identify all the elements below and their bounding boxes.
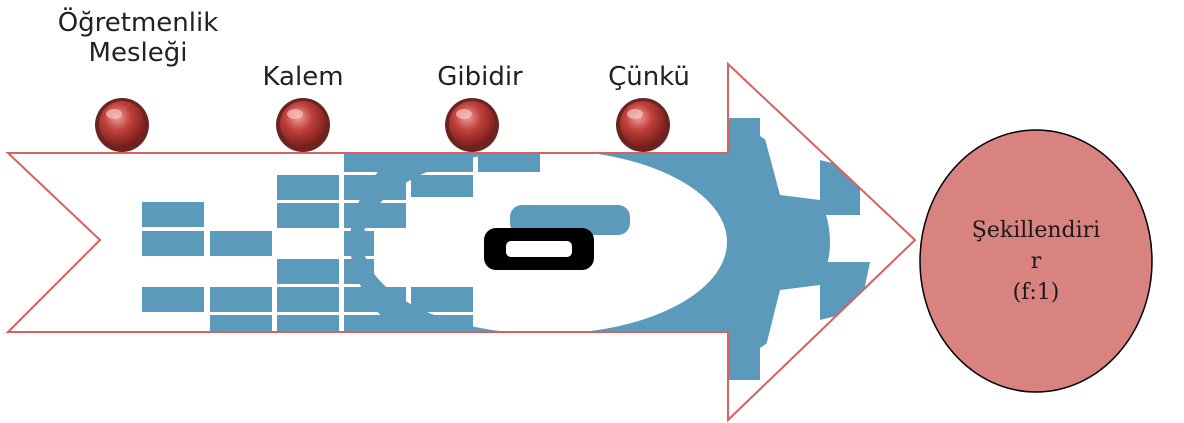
label-line: Çünkü	[608, 62, 690, 92]
label-line: Mesleği	[88, 38, 188, 68]
label-kalem: Kalem	[228, 62, 378, 92]
result-circle	[919, 129, 1153, 393]
bead-0	[95, 98, 149, 152]
gear-notch	[830, 215, 910, 262]
gear-notch	[760, 285, 820, 370]
label-line: Kalem	[262, 62, 344, 92]
label-line: Öğretmenlik	[57, 8, 219, 38]
gear-graphic	[142, 92, 910, 392]
bead-1	[276, 98, 330, 152]
gear-tooth	[700, 330, 760, 380]
gear-blob	[510, 205, 630, 235]
center-mark-inner	[506, 241, 572, 257]
label-ogretmenlik-meslegi: Öğretmenlik Mesleği	[28, 8, 248, 68]
bead-3	[616, 98, 670, 152]
bead-2	[445, 98, 499, 152]
label-line: Gibidir	[437, 62, 523, 92]
label-cunku: Çünkü	[574, 62, 724, 92]
label-gibidir: Gibidir	[405, 62, 555, 92]
tile-grid	[142, 150, 540, 340]
gear-notch	[760, 120, 820, 200]
arrow-outline	[5, 61, 917, 423]
